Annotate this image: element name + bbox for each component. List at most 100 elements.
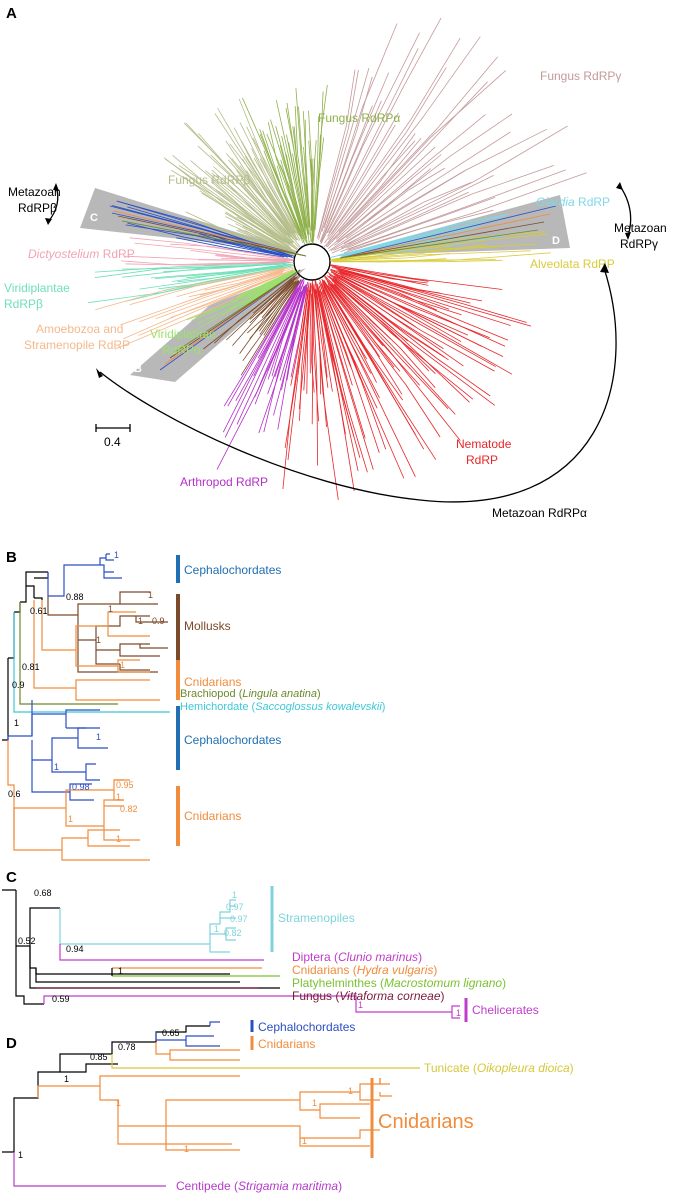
tree-branch bbox=[330, 224, 454, 258]
tree-branch bbox=[398, 191, 469, 225]
tree-branch bbox=[196, 309, 229, 325]
tree-branch bbox=[254, 221, 284, 242]
tree-branch bbox=[438, 197, 496, 219]
tree-branch bbox=[346, 194, 472, 249]
tree-branch bbox=[334, 275, 371, 297]
support-value: 1 bbox=[54, 762, 59, 772]
tree-branch bbox=[184, 236, 283, 257]
tree-branch bbox=[251, 161, 296, 234]
tree-branch bbox=[410, 277, 503, 290]
tree-branch bbox=[472, 172, 587, 214]
label-d-cnidarians-big: Cnidarians bbox=[378, 1111, 474, 1133]
label-viridiplantae-alpha-2: RdRPα bbox=[162, 343, 201, 357]
tree-branch bbox=[319, 290, 349, 408]
tree-branch bbox=[383, 284, 450, 310]
tree-branch bbox=[203, 222, 253, 241]
tree-branch bbox=[311, 282, 314, 365]
wedge-c-strand bbox=[113, 210, 307, 257]
support-value: 0.52 bbox=[18, 936, 36, 946]
tree-branch bbox=[270, 119, 289, 179]
tree-branch bbox=[303, 326, 308, 391]
support-value: 1 bbox=[116, 834, 121, 844]
tree-branch bbox=[345, 189, 409, 239]
tree-branch bbox=[188, 288, 227, 298]
tree-branch bbox=[263, 150, 283, 199]
tree-branch bbox=[279, 335, 294, 381]
label-c-diptera: Diptera (Clunio marinus) bbox=[292, 950, 422, 964]
tree-branch bbox=[313, 341, 319, 422]
tree-branch bbox=[205, 170, 258, 214]
tree-branch bbox=[393, 302, 469, 336]
tree-branch bbox=[298, 106, 302, 148]
tree-branch bbox=[154, 272, 227, 279]
label-alveolata: Alveolata RdRP bbox=[530, 257, 615, 271]
tree-branch bbox=[139, 297, 205, 323]
tree-branch bbox=[297, 173, 309, 234]
tree-branch bbox=[330, 268, 400, 294]
tree-branch bbox=[282, 280, 305, 337]
tree-branch bbox=[231, 157, 253, 184]
tree-branch bbox=[311, 158, 314, 206]
tree-branch bbox=[347, 69, 359, 130]
tree-branch bbox=[271, 338, 283, 377]
tree-branch bbox=[124, 255, 200, 260]
tree-branch bbox=[163, 157, 225, 205]
tree-branch bbox=[319, 287, 348, 383]
tree-branch bbox=[329, 179, 437, 251]
tree-branch bbox=[412, 299, 462, 316]
tree-branch bbox=[328, 152, 377, 234]
tree-branch bbox=[321, 324, 328, 378]
tree-branch bbox=[242, 158, 268, 200]
tree-branch bbox=[127, 206, 212, 232]
tree-branch bbox=[334, 278, 438, 359]
tree-branch bbox=[362, 32, 420, 147]
tree-branch bbox=[391, 344, 456, 415]
tree-branch bbox=[323, 279, 366, 348]
tree-branch bbox=[261, 184, 295, 235]
tree-branch bbox=[238, 98, 266, 165]
tree-branch bbox=[326, 281, 357, 318]
tree-branch bbox=[414, 321, 496, 368]
tree-branch bbox=[391, 315, 444, 349]
support-value: 1 bbox=[108, 604, 113, 614]
tree-branch bbox=[404, 17, 442, 86]
tree-branch bbox=[313, 283, 320, 342]
tree-branch bbox=[295, 88, 302, 163]
tree-branch bbox=[300, 282, 310, 350]
tree-branch bbox=[306, 329, 309, 394]
tree-branch bbox=[320, 146, 370, 244]
tree-branch bbox=[285, 154, 296, 197]
tree-branch bbox=[348, 201, 424, 245]
tree-branch bbox=[200, 263, 286, 270]
tree-branch bbox=[185, 122, 236, 177]
tree-branch bbox=[353, 359, 387, 450]
tree-branch bbox=[150, 271, 233, 279]
tree-branch bbox=[125, 224, 196, 237]
tree-branch bbox=[436, 358, 491, 397]
tree-branch bbox=[335, 160, 430, 242]
support-value: 1 bbox=[18, 1150, 23, 1160]
tree-branch bbox=[134, 242, 191, 249]
arrowhead bbox=[600, 263, 609, 273]
tree-branch bbox=[129, 237, 184, 244]
tree-branch bbox=[465, 307, 532, 327]
support-value: 1 bbox=[68, 814, 73, 824]
tree-branch bbox=[323, 281, 399, 402]
tree-branch bbox=[398, 292, 438, 311]
tree-branch bbox=[253, 339, 272, 377]
tree-branch bbox=[368, 379, 416, 477]
tree-branch bbox=[267, 336, 283, 372]
tree-branch bbox=[451, 252, 551, 261]
tree-branch bbox=[232, 313, 261, 346]
label-c-platyhelminthes: Platyhelminthes (Macrostomum lignano) bbox=[292, 976, 506, 990]
label-amoebozoa-2: Stramenopile RdRP bbox=[24, 338, 130, 352]
tree-branch bbox=[316, 290, 339, 395]
tree-branch bbox=[342, 237, 418, 256]
tree-branch bbox=[377, 273, 429, 282]
tree-branch bbox=[399, 339, 430, 372]
label-d-cnidarians-small: Cnidarians bbox=[258, 1037, 315, 1051]
tree-branch bbox=[177, 277, 215, 283]
tree-branch bbox=[226, 311, 257, 341]
tree-branch bbox=[226, 269, 285, 290]
tree-branch bbox=[267, 279, 302, 336]
